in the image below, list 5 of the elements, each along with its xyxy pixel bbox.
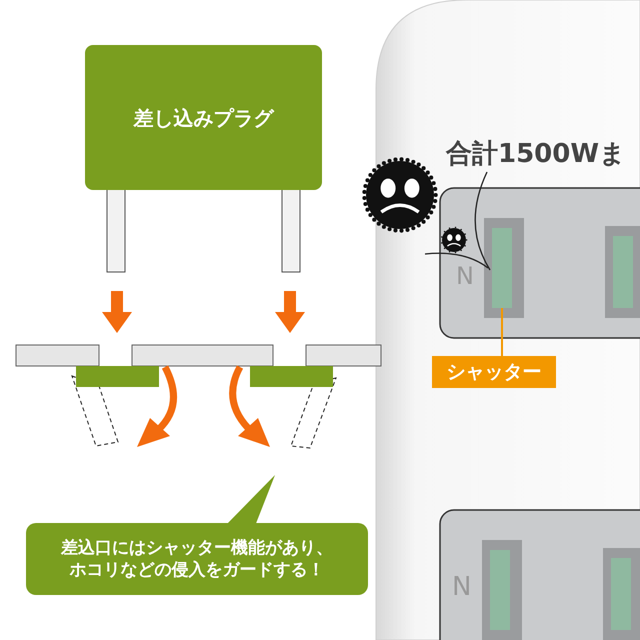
shutter-window (492, 228, 512, 308)
callout-label: シャッター (432, 356, 556, 388)
power-rating-text: 合計1500Wま (446, 138, 626, 171)
leader-line (501, 308, 503, 356)
plug-box: 差し込みプラグ (85, 45, 322, 190)
